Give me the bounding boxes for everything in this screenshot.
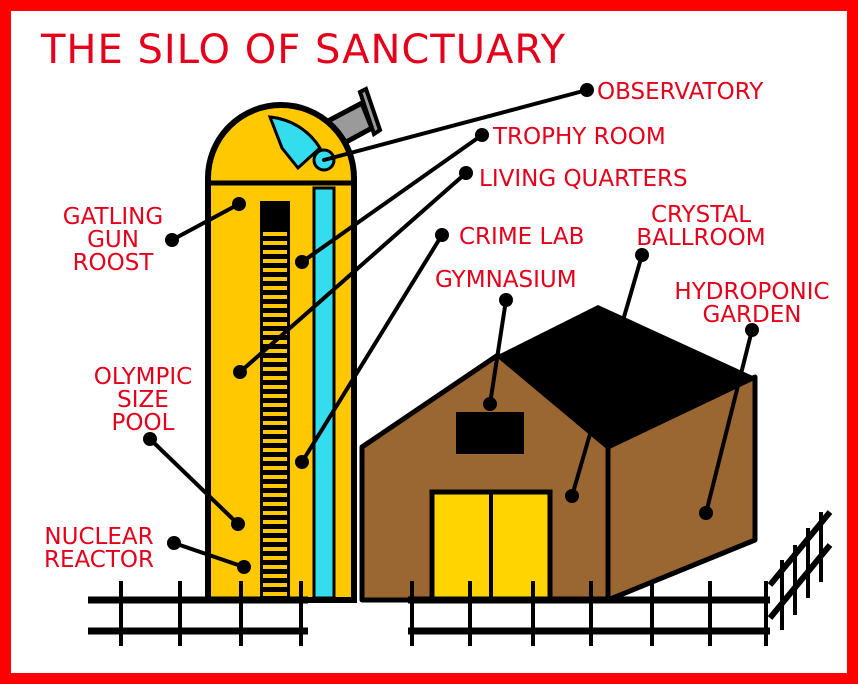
label-line: OLYMPIC [93, 364, 193, 390]
label-line: OBSERVATORY [597, 79, 764, 105]
ladder-rung [263, 232, 287, 236]
ladder-rung [263, 331, 287, 335]
leader-lines [148, 88, 754, 569]
ladder-rung [263, 376, 287, 380]
ladder-rung [263, 457, 287, 461]
barn [359, 305, 758, 603]
ladder-rung [263, 520, 287, 524]
ladder-rung [263, 529, 287, 533]
ladder-rung [263, 583, 287, 587]
ladder-rung [263, 394, 287, 398]
diagram-title: THE SILO OF SANCTUARY [41, 27, 567, 73]
ladder-rung [263, 241, 287, 245]
ladder-rung [263, 448, 287, 452]
ladder-rung [263, 484, 287, 488]
label-crystal-ballroom: CRYSTAL BALLROOM [626, 204, 776, 250]
label-gatling-gun-roost: GATLING GUN ROOST [43, 206, 183, 275]
ladder-rung [263, 511, 287, 515]
label-crime-lab: CRIME LAB [459, 226, 584, 249]
label-line: GYMNASIUM [435, 267, 577, 293]
label-line: BALLROOM [636, 225, 766, 251]
label-line: LIVING QUARTERS [479, 166, 688, 192]
ladder-rung [263, 286, 287, 290]
ladder-rung [263, 439, 287, 443]
ladder-rung [263, 493, 287, 497]
ladder-rung [263, 475, 287, 479]
ladder-rung [263, 421, 287, 425]
ladder-rung [263, 277, 287, 281]
ladder-rung [263, 358, 287, 362]
label-line: GARDEN [702, 302, 802, 328]
ladder-rung [263, 367, 287, 371]
ladder-rung [263, 430, 287, 434]
label-line: GATLING [62, 204, 164, 230]
ladder-rung [263, 502, 287, 506]
ladder-rung [263, 304, 287, 308]
ladder-rung [263, 403, 287, 407]
label-line: HYDROPONIC [674, 279, 830, 305]
label-line: REACTOR [43, 547, 155, 573]
ladder-rung [263, 295, 287, 299]
ladder-rung [263, 556, 287, 560]
ladder-rungs [263, 232, 287, 596]
ladder-rung [263, 466, 287, 470]
fence [88, 510, 833, 646]
label-olympic-size-pool: OLYMPIC SIZE POOL [73, 366, 213, 435]
ladder-rung [263, 574, 287, 578]
ladder-rung [263, 259, 287, 263]
label-line: TROPHY ROOM [493, 124, 666, 150]
label-line: POOL [111, 410, 175, 436]
ladder-rung [263, 385, 287, 389]
label-gymnasium: GYMNASIUM [435, 269, 577, 292]
label-line: CRIME LAB [459, 224, 585, 250]
ladder-rung [263, 250, 287, 254]
ladder-rung [263, 565, 287, 569]
label-line: NUCLEAR [44, 524, 154, 550]
ladder-rung [263, 349, 287, 353]
ladder-rung [263, 592, 287, 596]
leader-dots [143, 83, 759, 574]
ladder-rung [263, 412, 287, 416]
ladder-rung [263, 547, 287, 551]
label-living-quarters: LIVING QUARTERS [479, 168, 688, 191]
label-nuclear-reactor: NUCLEAR REACTOR [29, 526, 169, 572]
label-line: SIZE [117, 387, 169, 413]
ladder-rung [263, 322, 287, 326]
label-hydroponic-garden: HYDROPONIC GARDEN [657, 281, 847, 327]
label-observatory: OBSERVATORY [597, 81, 763, 104]
ladder-rung [263, 313, 287, 317]
ladder-rung [263, 268, 287, 272]
label-line: ROOST [72, 250, 154, 276]
silo [205, 102, 357, 603]
label-line: CRYSTAL [650, 202, 752, 228]
label-line: GUN [87, 227, 139, 253]
ladder-rung [263, 538, 287, 542]
label-trophy-room: TROPHY ROOM [493, 126, 666, 149]
